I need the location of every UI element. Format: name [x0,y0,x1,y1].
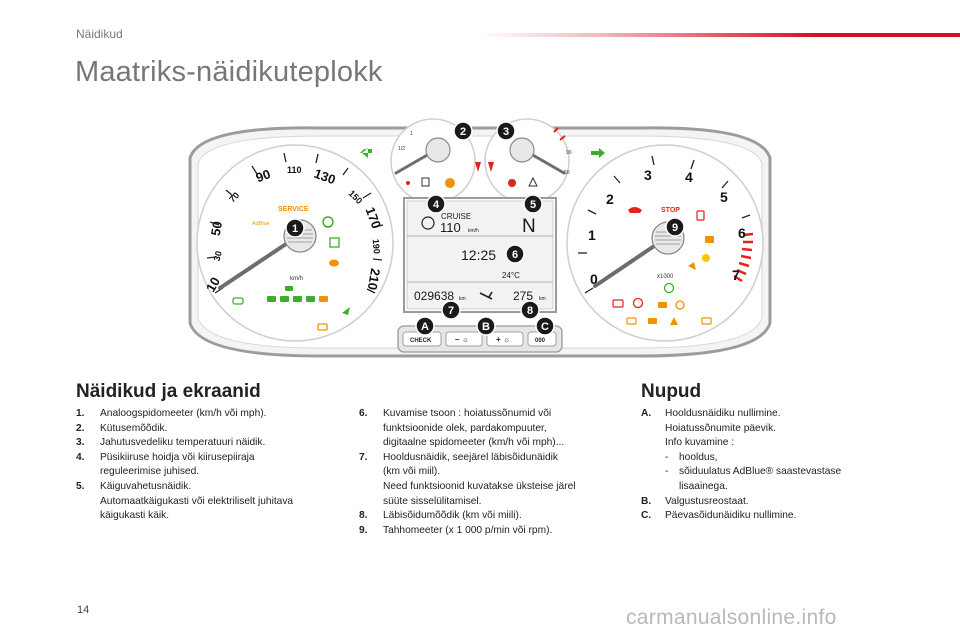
list-item: 3.Jahutusvedeliku temperatuuri näidik. [76,437,266,449]
tacho-label-3: 3 [644,167,652,183]
speedo-label-90: 90 [254,166,273,185]
display-cruise-speed: 110 [440,220,461,235]
display-cruise-label: CRUISE [441,212,471,221]
turn-right-icon [599,148,605,158]
tachometer-ticks [578,155,751,294]
dim-down-button-label: – ☼ [455,335,469,344]
service-label: SERVICE [278,206,309,213]
turn-left-icon [360,148,372,158]
tacho-label-0: 0 [590,271,598,287]
speedometer-needle [218,234,300,290]
dim-up-button [486,331,524,347]
callout-9: 9 [672,222,678,234]
sub-item: -hooldus, [665,451,718,463]
left-section-list: 1.Analoogspidomeeter (km/h või mph). 2.K… [76,407,346,524]
display-trip: 275 [513,289,533,303]
section-tag: Näidikud [76,27,123,41]
check-button-label: CHECK [410,338,432,344]
page-number: 14 [77,604,90,616]
sub-item: -sõiduulatus AdBlue® saastevastase [665,466,842,478]
speedo-label-110: 110 [287,165,302,175]
temp-label-low: 50 [564,170,570,176]
callout-7: 7 [448,305,454,317]
temp-warning-indicator [508,179,516,187]
list-item: 1.Analoogspidomeeter (km/h või mph). [76,408,267,419]
tacho-label-7: 7 [732,267,740,283]
left-section-heading: Näidikud ja ekraanid [76,381,261,402]
tacho-label-2: 2 [606,191,614,207]
right-section-heading: Nupud [641,381,702,402]
list-item: 9.Tahhomeeter (x 1 000 p/min või rpm). [359,524,553,536]
tacho-label-1: 1 [588,227,596,243]
instrument-cluster-illustration: 10 30 50 70 90 110 130 150 170 190 210 S… [188,118,772,358]
dim-up-button-label: + ☼ [496,335,510,344]
sub-item: lisaainega. [679,480,728,492]
speedo-label-130: 130 [312,166,338,188]
display-gear: N [522,216,536,237]
display-odometer-unit: km [459,296,466,302]
speedometer-warning-icons [232,216,350,331]
list-item: A. Hooldusnäidiku nullimine. Hoiatussõnu… [641,407,891,495]
speedo-label-30: 30 [212,250,224,262]
callout-8: 8 [527,305,533,317]
page-title: Maatriks-näidikuteplokk [75,56,383,88]
tacho-label-6: 6 [738,225,746,241]
callout-b: B [482,321,490,333]
speedo-label-190: 190 [371,238,382,254]
list-item: B.Valgustusreostaat. [641,495,749,507]
seatbelt-icon [475,162,494,172]
display-cruise-unit: km/h [468,228,479,234]
stop-label: STOP [661,207,680,214]
callout-2: 2 [460,126,466,138]
speedo-label-170: 170 [363,205,385,231]
list-item: C.Päevasõidunäidiku nullimine. [641,510,797,522]
fuel-label-half: 1/2 [398,146,405,152]
kmh-label: km/h [290,276,303,282]
fuel-low-indicator [445,178,455,188]
display-temp: 24°C [502,271,520,280]
speedo-label-10: 10 [203,275,223,295]
reset-button-label: 000 [535,338,546,344]
tacho-label-5: 5 [720,189,728,205]
speedo-label-210: 210 [365,267,384,291]
display-time: 12:25 [461,247,496,263]
wrench-icon [479,291,493,300]
callout-1: 1 [292,223,298,235]
watermark: carmanualsonline.info [626,606,837,629]
list-item: 7.Hooldusnäidik, seejärel läbisõidunäidi… [359,451,576,507]
callout-5: 5 [530,199,536,211]
callout-6: 6 [512,249,518,261]
display-odometer: 029638 [414,289,454,303]
callout-c: C [541,321,549,333]
adblue-label: AdBlue [252,221,270,227]
x1000-label: x1000 [657,274,674,280]
tachometer-redline [733,232,754,283]
cruise-icon [421,216,435,230]
speedo-label-50: 50 [208,220,225,237]
list-item: 8.Läbisõidumõõdik (km või miili). [359,510,522,522]
temp-label-mid: 90 [566,150,572,156]
callout-3: 3 [503,126,509,138]
temp-red-ticks [553,127,566,141]
tachometer-warning-icons [612,207,714,325]
list-item: 2.Kütusemõõdik. [76,422,168,434]
dim-down-button [445,331,483,347]
tacho-label-4: 4 [685,169,693,185]
fuel-label-full: 1 [410,131,413,137]
display-trip-unit: km [539,296,546,302]
right-section-list: A. Hooldusnäidiku nullimine. Hoiatussõnu… [641,407,891,524]
callout-a: A [421,321,429,333]
header-accent-bar [480,33,960,37]
callout-4: 4 [433,199,440,211]
speedometer-ticks [206,152,384,294]
list-item: 5.Käiguvahetusnäidik.Automaatkäigukasti … [76,480,294,522]
